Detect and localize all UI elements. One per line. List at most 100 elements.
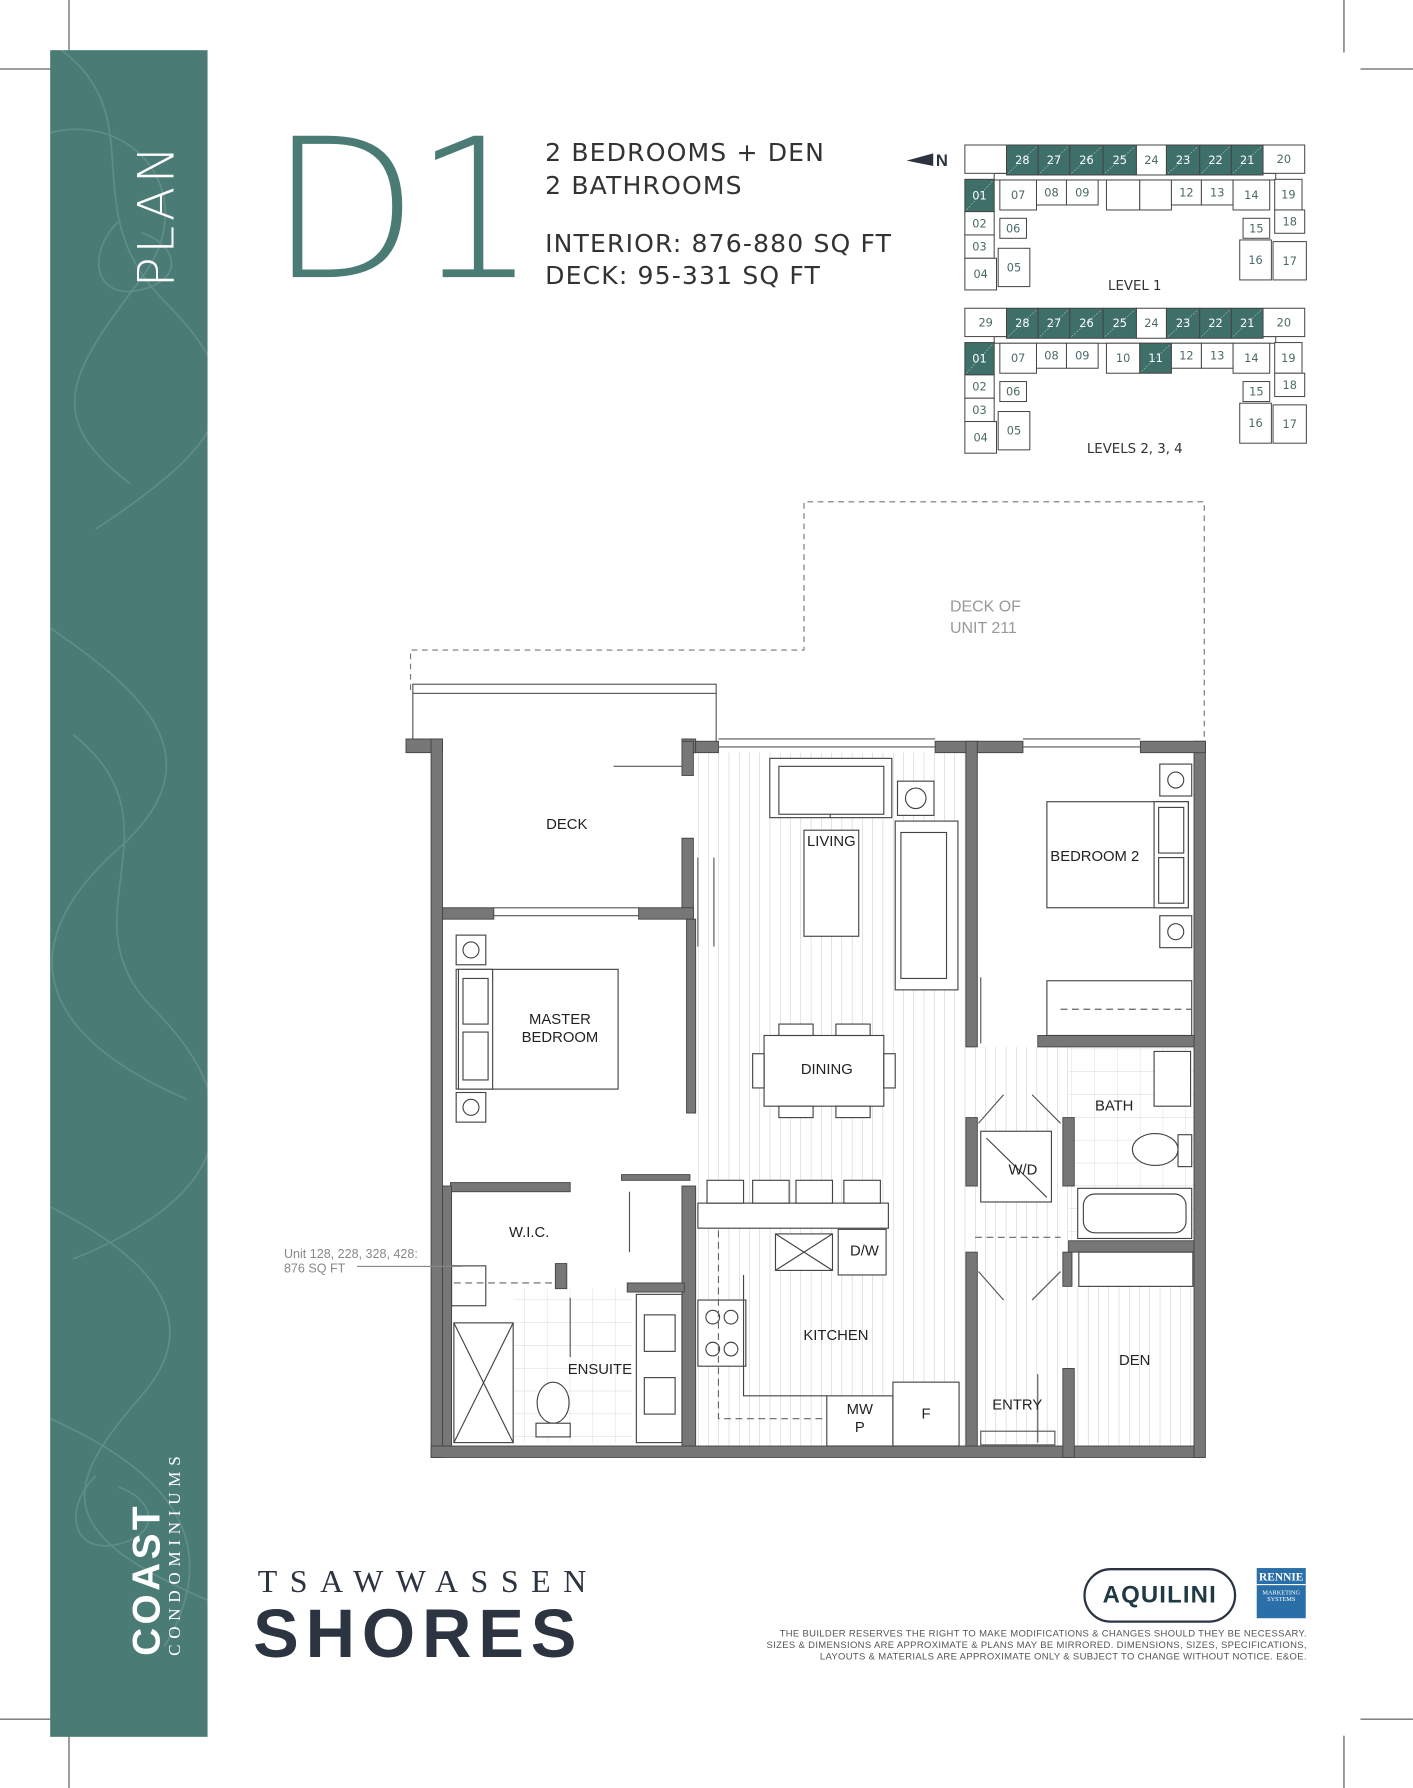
key-plan-unit-label: 04	[973, 267, 987, 281]
key-plan-unit	[997, 247, 1031, 288]
key-plan-unit	[999, 342, 1037, 374]
key-plan-unit-label: 28	[1015, 153, 1029, 167]
key-plan-unit-label: 17	[1282, 254, 1296, 268]
room-label-ensuite: ENSUITE	[567, 1360, 632, 1378]
key-plan-unit-label: 05	[1007, 260, 1021, 274]
key-plan-unit-label: 07	[1011, 188, 1025, 202]
key-plan-unit	[999, 217, 1027, 239]
key-plan-unit-label: 29	[978, 315, 992, 329]
key-plan-unit-label: 27	[1047, 153, 1061, 167]
wave-pattern	[50, 50, 208, 1648]
key-plan-unit-label: 04	[973, 430, 987, 444]
crop-mark	[1360, 1718, 1413, 1720]
key-plan-unit	[1105, 179, 1141, 211]
key-plan-unit-label: 22	[1208, 316, 1222, 330]
key-plan-unit-label: 11	[1148, 351, 1162, 365]
key-plan-unit-label: 21	[1240, 153, 1254, 167]
key-plan-unit-label: 17	[1282, 417, 1296, 431]
key-plan-unit	[1262, 144, 1306, 174]
key-plan-unit-label: 03	[972, 240, 986, 254]
room-label-entry: ENTRY	[992, 1395, 1043, 1413]
key-plan-unit	[1035, 179, 1067, 206]
crop-mark	[1343, 1735, 1345, 1788]
interior-area: INTERIOR: 876-880 SQ FT	[545, 230, 893, 259]
key-plan-unit-label: 27	[1047, 316, 1061, 330]
room-label-walk-in-closet: W.I.C.	[508, 1223, 550, 1241]
unit-variation-note: Unit 128, 228, 328, 428: 876 SQ FT	[284, 1248, 418, 1277]
room-label-bath: BATH	[1094, 1096, 1134, 1115]
unit-code: D1	[269, 98, 537, 324]
room-label-fridge: F	[921, 1404, 931, 1422]
room-label-dining: DINING	[800, 1060, 853, 1078]
key-plan-unit-label: 03	[972, 403, 986, 417]
key-plan-unit-label: 08	[1044, 185, 1058, 199]
deck-note-line: UNIT 211	[949, 617, 1017, 637]
key-plan-unit	[1170, 179, 1202, 206]
key-plan-unit	[1105, 342, 1141, 374]
key-plan-unit-label: 14	[1244, 188, 1258, 202]
key-plan-unit	[1065, 179, 1099, 206]
key-plan-unit	[964, 421, 998, 454]
key-plan-unit-label: 19	[1281, 188, 1295, 202]
key-plan-level-label: LEVEL 1	[1108, 279, 1161, 294]
key-plan-unit	[997, 411, 1031, 451]
key-plan-unit-label: 20	[1277, 152, 1291, 166]
walls	[405, 738, 1206, 1458]
key-plan-unit-label: 05	[1007, 424, 1021, 438]
key-plan-unit-label: 28	[1015, 316, 1029, 330]
unit-note-line: 876 SQ FT	[283, 1262, 346, 1276]
key-plan-unit-label: 22	[1208, 153, 1222, 167]
key-plan-unit-label: 24	[1144, 316, 1158, 330]
key-plan-unit	[1135, 307, 1167, 339]
room-label-kitchen: KITCHEN	[803, 1326, 869, 1344]
room-label-den: DEN	[1119, 1351, 1151, 1369]
key-plan-unit	[1135, 144, 1167, 176]
crop-mark	[68, 0, 70, 53]
key-plan-unit-label: 01	[972, 352, 986, 366]
room-label-washer-dryer: W/D	[1008, 1160, 1038, 1178]
key-plan-unit-label: 02	[972, 380, 986, 394]
legal-disclaimer: THE BUILDER RESERVES THE RIGHT TO MAKE M…	[766, 1627, 1307, 1662]
key-plan-unit	[1200, 179, 1234, 206]
key-plan-unit	[1239, 239, 1272, 281]
key-plan-unit	[1242, 381, 1271, 403]
neighbor-deck-note: DECK OF UNIT 211	[950, 595, 1021, 638]
deck-note-line: DECK OF	[949, 596, 1021, 615]
key-plan-unit	[964, 257, 998, 291]
key-plan-unit-label: 25	[1113, 153, 1127, 167]
key-plan-unit	[1239, 402, 1272, 444]
unit-note-line: Unit 128, 228, 328, 428:	[283, 1247, 418, 1262]
crop-mark	[0, 1718, 53, 1720]
key-plan-unit-label: 09	[1075, 349, 1089, 363]
furniture	[451, 757, 1194, 1447]
key-plan-unit-label: 13	[1210, 349, 1224, 363]
key-plan-unit	[1232, 179, 1271, 211]
aquilini-logo: AQUILINI	[1083, 1568, 1237, 1623]
key-plan-unit-label: 25	[1113, 316, 1127, 330]
sidebar-band	[50, 50, 208, 1737]
key-plan-unit	[1272, 404, 1307, 444]
key-plan-unit-label: 09	[1075, 185, 1089, 199]
key-plan-unit	[1274, 372, 1306, 398]
key-plan-unit	[1272, 241, 1307, 281]
room-label-bedroom-2: BEDROOM 2	[1050, 847, 1140, 865]
key-plan-unit	[1035, 342, 1067, 369]
key-plan-unit-label: 06	[1006, 385, 1020, 399]
key-plan-unit-label: 01	[972, 188, 986, 202]
key-plan-unit-label: 23	[1176, 153, 1190, 167]
crop-mark	[1343, 0, 1345, 53]
deck-area: DECK: 95-331 SQ FT	[545, 262, 822, 291]
shores-wordmark: SHORES	[253, 1595, 584, 1672]
tsawwassen-wordmark: TSAWWASSEN	[257, 1564, 599, 1600]
key-plan-unit-label: 23	[1176, 316, 1190, 330]
key-plan-unit-label: 14	[1244, 351, 1258, 365]
north-arrow-icon	[906, 153, 934, 166]
key-plan-unit-label: 15	[1249, 221, 1263, 235]
key-plan-unit-label: 18	[1282, 378, 1296, 392]
crop-mark	[68, 1735, 70, 1788]
key-plan-unit-label: 24	[1144, 153, 1158, 167]
key-plan-unit	[1232, 342, 1271, 374]
rennie-subtitle: MARKETING SYSTEMS	[1262, 1589, 1301, 1604]
